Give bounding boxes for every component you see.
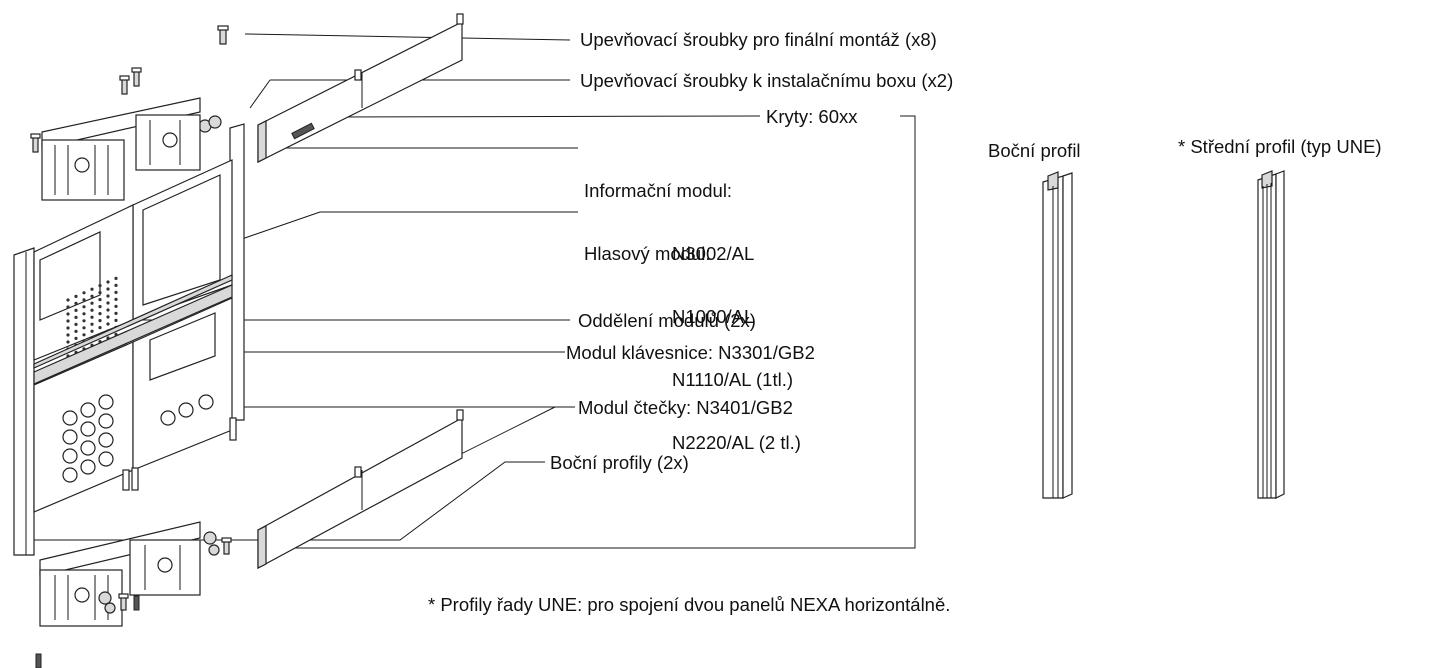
label-module-separator: Oddělení modulů (2x) (578, 310, 756, 331)
keypad-key (80, 440, 96, 456)
info-module-code: N3002/AL (672, 243, 755, 264)
grille-hole (74, 294, 78, 298)
une-note: * Profily řady UNE: pro spojení dvou pan… (428, 594, 951, 615)
keypad-key (62, 467, 78, 483)
grille-hole (66, 326, 70, 330)
grille-hole (114, 290, 118, 294)
grille-hole (82, 333, 86, 337)
label-side-profile: Boční profil (988, 140, 1081, 161)
grille-hole (66, 333, 70, 337)
grille-hole (74, 329, 78, 333)
grille-hole (106, 315, 110, 319)
middle-profile-drawing (1257, 170, 1285, 499)
label-keypad-module: Modul klávesnice: N3301/GB2 (566, 342, 815, 363)
main-panel (13, 123, 245, 556)
voice-module-code-2: N1110/AL (1tl.) (672, 369, 793, 390)
side-profile-drawing (1042, 171, 1073, 499)
grille-hole (90, 294, 94, 298)
grille-hole (98, 312, 102, 316)
label-info-module: Informační modul: N3002/AL (584, 138, 754, 306)
grille-hole (82, 305, 86, 309)
grille-hole (106, 294, 110, 298)
bottom-frame (39, 521, 201, 627)
grille-hole (114, 297, 118, 301)
keypad-key (62, 410, 78, 426)
label-voice-module: Hlasový modul: N1000/AL N1110/AL (1tl.) … (584, 201, 801, 495)
grille-hole (74, 301, 78, 305)
voice-module-code-3: N2220/AL (2 tl.) (672, 432, 801, 453)
label-covers: Kryty: 60xx (766, 106, 858, 127)
grille-hole (106, 287, 110, 291)
bottom-cover (257, 409, 464, 570)
leader-covers (334, 115, 761, 118)
leader-screws-box (249, 79, 271, 109)
grille-hole (82, 326, 86, 330)
keypad-key (62, 429, 78, 445)
info-module-title: Informační modul: (584, 180, 733, 201)
grille-hole (98, 291, 102, 295)
grille-hole (98, 305, 102, 309)
grille-hole (66, 319, 70, 323)
label-reader-module: Modul čtečky: N3401/GB2 (578, 397, 793, 418)
grille-hole (98, 298, 102, 302)
grille-hole (66, 340, 70, 344)
grille-hole (90, 315, 94, 319)
grille-hole (66, 312, 70, 316)
keypad-key (80, 402, 96, 418)
keypad-key (80, 459, 96, 475)
grille-hole (114, 311, 118, 315)
label-screws-box: Upevňovací šroubky k instalačnímu boxu (… (580, 70, 954, 91)
grille-hole (90, 308, 94, 312)
keypad-key (98, 432, 114, 448)
grille-hole (98, 284, 102, 288)
grille-hole (82, 312, 86, 316)
keypad-key (80, 421, 96, 437)
voice-module-title: Hlasový modul: (584, 243, 711, 264)
reader-buttons (160, 394, 214, 426)
top-cover (257, 13, 464, 163)
grille-hole (82, 319, 86, 323)
grille-hole (90, 322, 94, 326)
grille-hole (114, 304, 118, 308)
grille-hole (74, 336, 78, 340)
grille-hole (90, 287, 94, 291)
label-middle-profile: * Střední profil (typ UNE) (1178, 136, 1382, 157)
grille-hole (90, 301, 94, 305)
keypad-keys (62, 394, 114, 483)
grille-hole (82, 298, 86, 302)
keypad-key (98, 451, 114, 467)
leader-covers-bracket (265, 115, 916, 549)
grille-hole (106, 308, 110, 312)
top-frame (41, 97, 201, 201)
keypad-key (98, 394, 114, 410)
grille-hole (98, 319, 102, 323)
grille-hole (74, 308, 78, 312)
grille-hole (106, 322, 110, 326)
grille-hole (114, 318, 118, 322)
grille-hole (98, 326, 102, 330)
label-side-profiles: Boční profily (2x) (550, 452, 689, 473)
voice-module-code-1: N1000/AL (672, 306, 755, 327)
leader-screws-final (244, 33, 571, 41)
grille-hole (114, 276, 118, 280)
grille-hole (74, 322, 78, 326)
grille-hole (74, 315, 78, 319)
keypad-key (98, 413, 114, 429)
grille-hole (90, 329, 94, 333)
grille-hole (82, 291, 86, 295)
grille-hole (106, 280, 110, 284)
grille-hole (106, 301, 110, 305)
bottom-screws (35, 531, 232, 668)
label-screws-final: Upevňovací šroubky pro finální montáž (x… (580, 29, 937, 50)
keypad-key (62, 448, 78, 464)
grille-hole (66, 305, 70, 309)
grille-hole (66, 298, 70, 302)
grille-hole (114, 283, 118, 287)
